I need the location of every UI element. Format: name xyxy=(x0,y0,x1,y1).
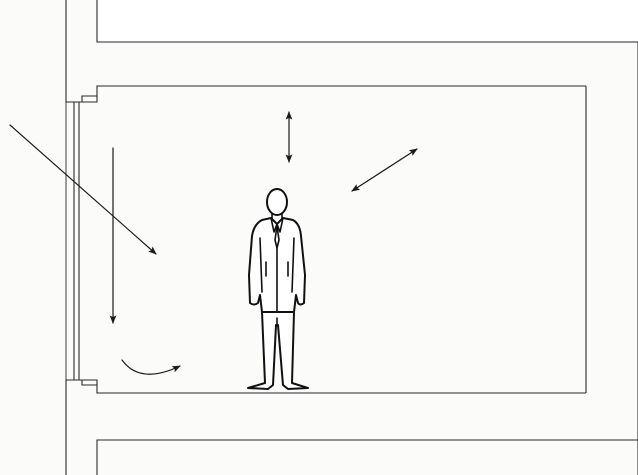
upper-floor-slab xyxy=(96,0,638,43)
radiation-arrow xyxy=(9,124,157,255)
standing-person-icon xyxy=(247,188,309,390)
diagonal-exchange-arrow xyxy=(351,148,418,192)
room-right-wall xyxy=(585,42,638,475)
arrows xyxy=(9,111,418,375)
exterior-wall-with-window xyxy=(65,0,586,475)
floor-airflow-arrow xyxy=(121,359,181,375)
lower-floor-slab xyxy=(96,439,638,475)
